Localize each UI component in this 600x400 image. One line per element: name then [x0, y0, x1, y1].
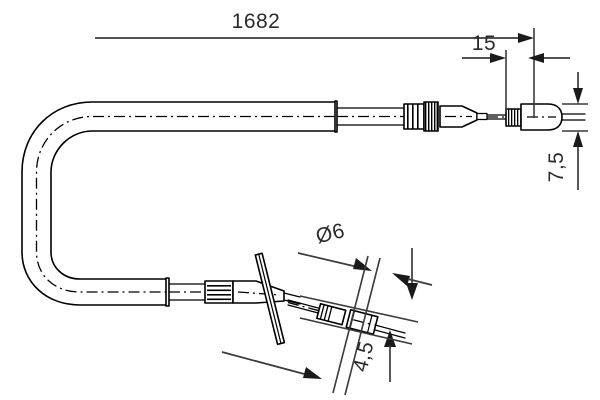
- lower-coupler: [316, 302, 347, 326]
- dimension-eyelet-height: 7,5: [545, 72, 588, 190]
- ferrule-ribs-1: [407, 104, 419, 129]
- knurled-collar-hatch: [425, 102, 438, 131]
- sleeve-ribs: [508, 109, 519, 126]
- disc-diameter-label: Ø6: [314, 219, 348, 248]
- disc-washer: [254, 252, 286, 346]
- lower-ferrule-ribs: [207, 285, 231, 301]
- overall-length-label: 1682: [232, 10, 281, 33]
- upper-cable-assembly: [334, 100, 586, 133]
- dimension-overall-length: 1682: [95, 10, 535, 118]
- branch-leader-arrow: [221, 351, 322, 379]
- lower-cable-assembly: [165, 252, 406, 346]
- dimension-end-offset: 15: [462, 32, 570, 112]
- branch-offset-label: 4,5: [349, 339, 379, 374]
- cable-centerline-curved: [35, 115, 335, 293]
- eyelet-height-label: 7,5: [545, 152, 568, 183]
- cable-sheath-outline: [21, 101, 336, 306]
- end-offset-label: 15: [472, 32, 496, 55]
- dimension-disc-diameter: Ø6: [297, 219, 433, 396]
